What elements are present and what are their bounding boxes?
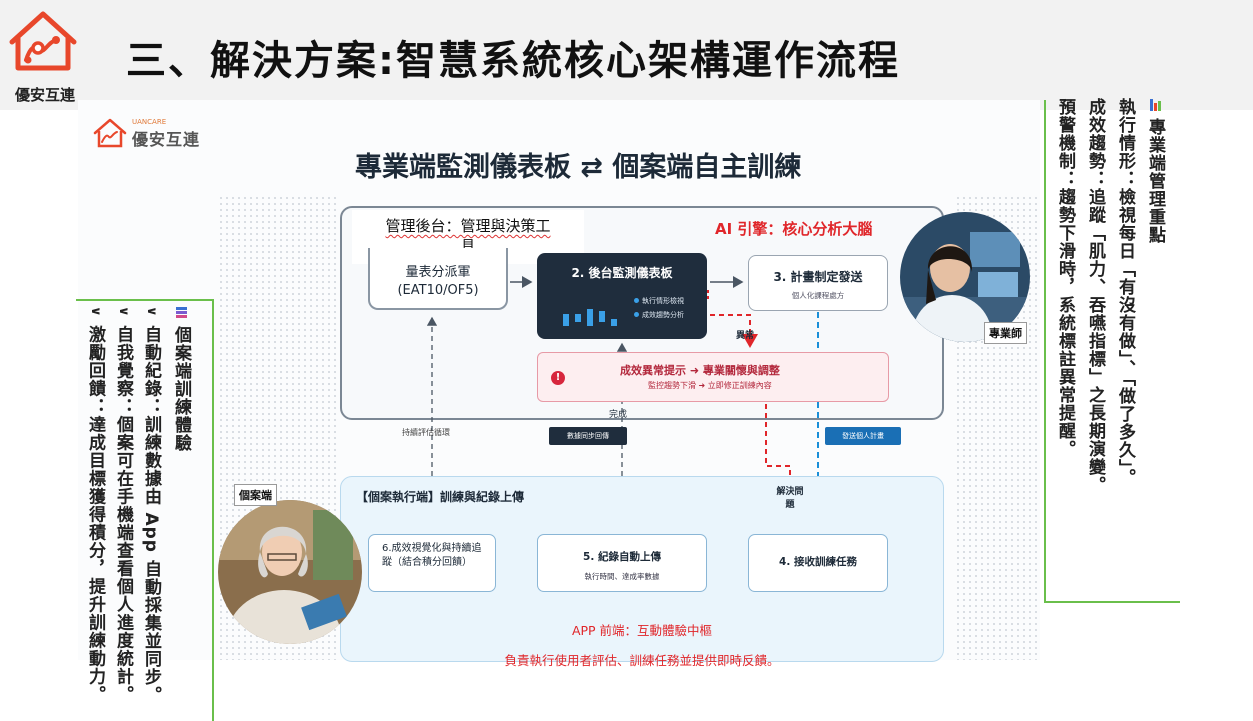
client-note-3: ∨激勵回饋：達成目標獲得積分，提升訓練動力。 (82, 306, 108, 704)
header-bar (0, 0, 1253, 110)
pro-note-3: 預警機制：趨勢下滑時，系統標註異常提醒。 (1055, 98, 1075, 458)
dashboard-bar (563, 314, 569, 326)
abnormal-label: 異常 (736, 331, 755, 341)
step6-box (368, 534, 496, 592)
dashboard-title: 2. 後台監測儀表板 (571, 266, 673, 280)
step5-title: 5. 紀錄自動上傳 (583, 551, 661, 563)
complete-label: 完成 (609, 410, 628, 420)
company-logo: 優安互連 (4, 6, 82, 104)
client-tag: 個案端 (234, 484, 277, 506)
plan-title: 3. 計畫制定發送 (773, 270, 863, 284)
bar-chart-icon (175, 306, 194, 320)
assessment-box (368, 248, 508, 310)
check-bullet-icon: ∨ (88, 306, 103, 318)
house-logo-icon (9, 11, 77, 71)
dashboard-legend-2: 成效趨勢分析 (634, 310, 684, 320)
panel-label-line1: 管理後台：管理與決策工 (385, 217, 551, 235)
step4-text: 4. 接收訓練任務 (779, 556, 857, 568)
dashboard-legend-1: 執行情形檢視 (634, 296, 684, 306)
assessment-text: 量表分派軍 (EAT10/OF5) (378, 264, 498, 300)
client-note-2: ∨自我覺察：個案可在手機端查看個人進度統計。 (110, 306, 136, 704)
page-title: 三、解決方案:智慧系統核心架構運作流程 (126, 38, 900, 84)
inner-brand-logo: UANCARE 優安互連 (92, 116, 222, 152)
dashboard-bar (587, 309, 593, 326)
client-notes-heading: 個案端訓練體驗 (168, 306, 194, 452)
brand-small: UANCARE (132, 118, 167, 126)
assessment-line2: (EAT10/OF5) (397, 283, 479, 298)
client-panel-title: 【個案執行端】訓練與紀錄上傳 (356, 490, 525, 504)
house-logo-icon (93, 118, 127, 148)
check-bullet-icon: ∨ (116, 306, 131, 318)
alert-title: 成效異常提示 ➜ 專業關懷與調整 (620, 364, 780, 377)
ai-engine-label: AI 引擎：核心分析大腦 (715, 220, 873, 238)
dashboard-bar (575, 314, 581, 322)
brand-name: 優安互連 (132, 130, 201, 149)
alert-box (537, 352, 889, 402)
app-description: 負責執行使用者評估、訓練任務並提供即時反饋。 (504, 653, 780, 668)
send-plan-tag: 發送個人計畫 (825, 427, 901, 445)
solve-label: 解決問題 (776, 487, 804, 510)
alert-subtitle: 監控趨勢下滑 ➜ 立即修正訓練內容 (648, 381, 772, 390)
logo-text: 優安互連 (14, 86, 75, 104)
dashboard-bar (611, 319, 617, 326)
pro-note-2: 成效趨勢：追蹤「肌力、吞嚥指標」之長期演變。 (1085, 98, 1105, 494)
check-bullet-icon: ∨ (144, 306, 159, 318)
dashboard-bar (599, 311, 605, 322)
diagram-title: 專業端監測儀表板 ⇄ 個案端自主訓練 (355, 152, 802, 183)
continuous-eval-label: 持續評估循環 (402, 428, 450, 437)
step5-subtitle: 執行時間、達成率數據 (584, 572, 660, 581)
plan-box: 3. 計畫制定發送 個人化課程處方 (748, 255, 888, 311)
bar-chart-icon (1149, 98, 1168, 112)
alert-icon: ! (551, 371, 565, 385)
client-notes-frame (76, 299, 214, 721)
sync-tag: 數據同步回傳 (549, 427, 627, 445)
step4-box (748, 534, 888, 592)
app-title: APP 前端：互動體驗中樞 (571, 623, 713, 638)
assessment-line1: 量表分派軍 (405, 265, 471, 280)
plan-subtitle: 個人化課程處方 (791, 291, 845, 300)
professional-tag: 專業師 (984, 322, 1027, 344)
step6-text: 6.成效視覺化與持續追蹤（結合積分回饋） (382, 543, 482, 568)
pro-note-1: 執行情形：檢視每日「有沒有做」、「做了多久」。 (1115, 98, 1135, 487)
pro-notes-heading: 專業端管理重點 (1142, 98, 1168, 244)
step5-box (537, 534, 707, 592)
client-note-1: ∨自動紀錄：訓練數據由 App 自動採集並同步。 (138, 306, 164, 704)
client-photo (218, 500, 362, 644)
pro-notes-frame (1044, 100, 1180, 603)
